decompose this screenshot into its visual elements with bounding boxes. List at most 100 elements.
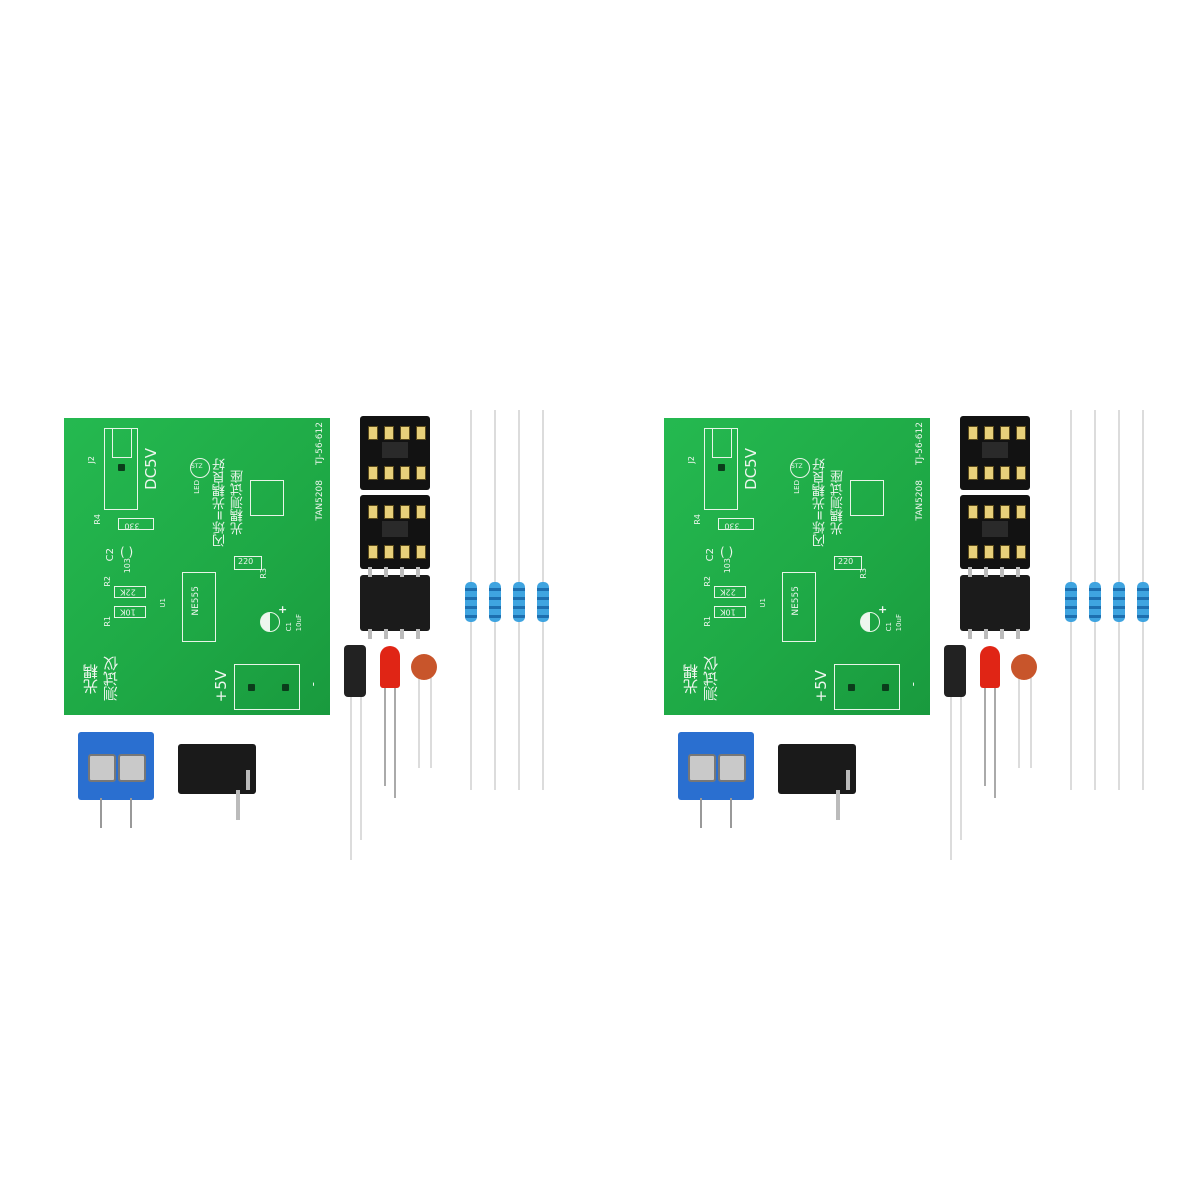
led-label: LED [793, 480, 801, 494]
r4-label: R4 [693, 514, 702, 525]
c1-value: 10uF [295, 614, 303, 632]
r3-outline [234, 556, 262, 570]
led-lead [994, 686, 996, 798]
ic-name: NE555 [791, 586, 801, 616]
c1-outline [860, 612, 880, 632]
title-line1: 光耦 [682, 664, 700, 694]
board-version: TJ-56-612 [315, 422, 325, 465]
dc5v-label: DC5V [142, 448, 160, 490]
led-mark: STZ [191, 463, 203, 470]
resistor [1137, 582, 1149, 622]
terminal-pin [700, 798, 702, 828]
socket-outline [850, 480, 884, 516]
terminal-outline [834, 664, 900, 710]
kit-1: J2 DC5V STZ LED 闪烁=光耦良好 光耦测试座 TAN5208 TJ… [64, 410, 549, 860]
ic-socket [360, 495, 430, 569]
r2-outline [714, 586, 746, 598]
cap-lead [360, 690, 362, 840]
dc5v-label: DC5V [742, 448, 760, 490]
terminal-outline [234, 664, 300, 710]
led-mark: STZ [791, 463, 803, 470]
led-label: LED [193, 480, 201, 494]
terminal-pin [730, 798, 732, 828]
dc-power-jack [778, 744, 856, 794]
r4-value: 330 [124, 521, 140, 531]
red-led [380, 646, 400, 688]
electrolytic-capacitor [344, 645, 366, 697]
led-outline [790, 458, 810, 478]
r3-value: 220 [838, 557, 854, 566]
ic-socket [960, 495, 1030, 569]
r1-value: 10K [720, 607, 736, 617]
c1-outline [260, 612, 280, 632]
jack-pin [836, 790, 840, 820]
pcb-board: J2 DC5V STZ LED 闪烁=光耦良好 光耦测试座 TAN5208 TJ… [664, 418, 930, 715]
c2-symbol: ( ) [120, 545, 134, 559]
c2-value: 103 [723, 558, 732, 574]
c1-plus: + [878, 603, 888, 616]
j2-inner [712, 428, 732, 458]
r4-label: R4 [93, 514, 102, 525]
c2-label: C2 [105, 548, 116, 562]
r1-label: R1 [103, 616, 112, 627]
j2-label: J2 [687, 456, 696, 464]
r2-label: R2 [103, 576, 112, 587]
c2-value: 103 [123, 558, 132, 574]
socket-note: 光耦测试座 [831, 470, 846, 535]
ceramic-cap-lead [1030, 678, 1032, 768]
title-line2: 测试仪 [102, 656, 120, 701]
r4-outline [718, 518, 754, 530]
resistor [537, 582, 549, 622]
resistor [1089, 582, 1101, 622]
flash-note: 闪烁=光耦良好 [813, 458, 828, 547]
dc-power-jack [178, 744, 256, 794]
screw-terminal-block [78, 732, 154, 800]
minus-label: - [307, 682, 321, 687]
r1-label: R1 [703, 616, 712, 627]
board-code: TAN5208 [915, 480, 925, 521]
cap-lead [950, 690, 952, 860]
board-version: TJ-56-612 [915, 422, 925, 465]
j2-pad [718, 464, 725, 471]
resistor [513, 582, 525, 622]
ic-socket [360, 416, 430, 490]
title-line2: 测试仪 [702, 656, 720, 701]
r3-label: R3 [859, 568, 868, 579]
socket-note: 光耦测试座 [231, 470, 246, 535]
terminal-pad-2 [882, 684, 889, 691]
c2-symbol: ( ) [720, 545, 734, 559]
j2-label: J2 [87, 456, 96, 464]
r3-value: 220 [238, 557, 254, 566]
r2-label: R2 [703, 576, 712, 587]
flash-note: 闪烁=光耦良好 [213, 458, 228, 547]
electrolytic-capacitor [944, 645, 966, 697]
ic-socket [960, 416, 1030, 490]
ceramic-capacitor [411, 654, 437, 680]
u1-label: U1 [159, 598, 167, 608]
ceramic-capacitor [1011, 654, 1037, 680]
cap-lead [960, 690, 962, 840]
terminal-pad-1 [848, 684, 855, 691]
led-outline [190, 458, 210, 478]
terminal-pin [130, 798, 132, 828]
dip-ic-chip [960, 567, 1030, 639]
resistor [489, 582, 501, 622]
led-lead [984, 686, 986, 786]
pcb-board: J2 DC5V STZ LED 闪烁=光耦良好 光耦测试座 TAN5208 TJ… [64, 418, 330, 715]
u1-label: U1 [759, 598, 767, 608]
terminal-pin [100, 798, 102, 828]
board-code: TAN5208 [315, 480, 325, 521]
jack-pin [246, 770, 250, 790]
r1-value: 10K [120, 607, 136, 617]
led-lead [394, 686, 396, 798]
resistor [465, 582, 477, 622]
r2-value: 22K [720, 587, 736, 597]
r4-outline [118, 518, 154, 530]
r1-outline [114, 606, 146, 618]
ceramic-cap-lead [1018, 678, 1020, 768]
r3-outline [834, 556, 862, 570]
ceramic-cap-lead [418, 678, 420, 768]
minus-label: - [907, 682, 921, 687]
r4-value: 330 [724, 521, 740, 531]
c2-label: C2 [705, 548, 716, 562]
